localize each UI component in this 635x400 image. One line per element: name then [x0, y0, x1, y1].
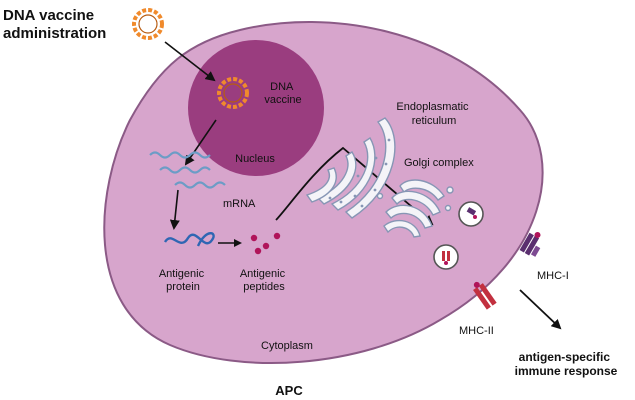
antigenic-peptides-icon: [250, 232, 281, 255]
dna-plasmid-outside-icon: [132, 8, 164, 40]
label-immune-response: antigen-specific immune response: [515, 350, 618, 378]
label-mrna: mRNA: [223, 198, 256, 210]
dna-plasmid-nucleus-icon: [217, 77, 249, 109]
label-apc: APC: [275, 383, 303, 398]
label-golgi-complex: Golgi complex: [404, 157, 474, 169]
label-cytoplasm: Cytoplasm: [261, 340, 313, 352]
label-dna-vaccine-administration: DNA vaccine administration: [3, 7, 106, 42]
arrow-nucleus-to-mrna: [184, 119, 217, 166]
mrna-strands-icon: [149, 151, 226, 189]
endoplasmic-reticulum-icon: [305, 117, 396, 219]
antigenic-protein-icon: [163, 232, 215, 247]
label-mhc2: MHC-II: [459, 325, 494, 337]
label-nucleus: Nucleus: [235, 153, 275, 165]
arrow-mrna-to-protein: [169, 189, 180, 230]
label-dna-vaccine-nucleus: DNA vaccine: [264, 81, 301, 106]
mhc1-vesicle-icon: [458, 201, 484, 227]
mhc2-receptor-icon: [473, 281, 497, 310]
golgi-complex-icon: [376, 179, 454, 238]
arrow-administration-to-nucleus: [164, 41, 216, 82]
arrow-mhc-to-immune-response: [519, 289, 562, 330]
label-antigenic-peptides: Antigenic peptides: [240, 268, 288, 293]
label-mhc1: MHC-I: [537, 270, 569, 282]
mhc2-vesicle-icon: [433, 244, 459, 270]
nucleus: [188, 40, 324, 176]
mhc1-receptor-icon: [519, 232, 541, 257]
arrow-peptides-to-er-to-vesicle: [275, 146, 434, 226]
label-endoplasmatic-reticulum: Endoplasmatic reticulum: [396, 101, 471, 127]
label-antigenic-protein: Antigenic protein: [159, 268, 207, 293]
